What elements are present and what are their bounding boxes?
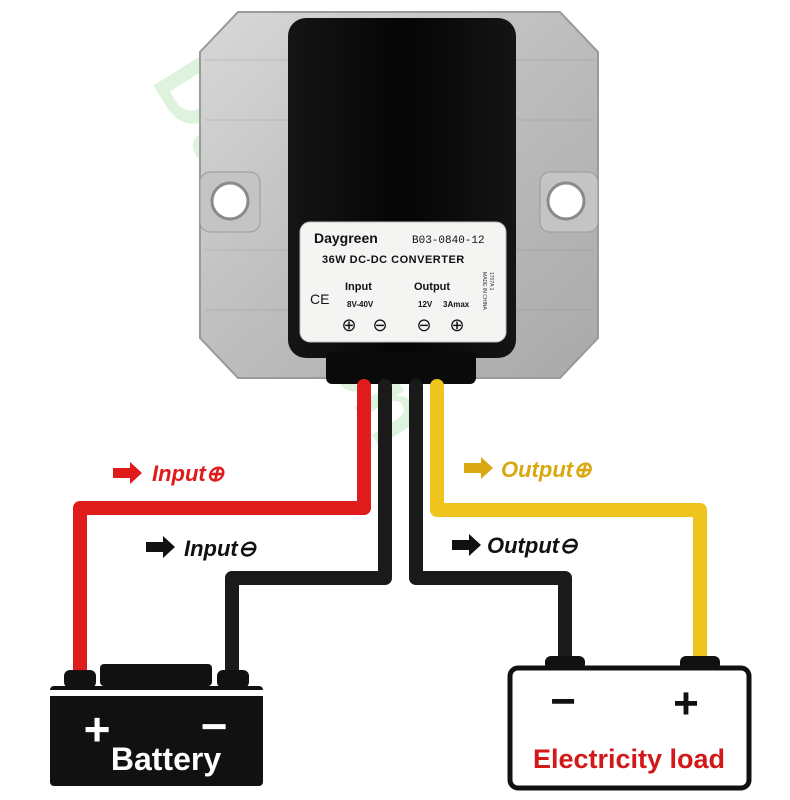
label-title: 36W DC-DC CONVERTER: [322, 254, 465, 266]
label-output-current: 3Amax: [443, 300, 470, 309]
mounting-hole-left: [210, 181, 250, 221]
input-positive-wire: [73, 379, 371, 683]
label-input-plus: Input⊕: [113, 461, 225, 486]
battery: + − Battery: [50, 664, 263, 786]
arrow-right-icon: [464, 457, 493, 479]
label-output-minus: Output⊖: [452, 533, 578, 558]
device-label: Daygreen B03-0840-12 36W DC-DC CONVERTER…: [299, 221, 507, 343]
battery-top-cap: [100, 664, 212, 686]
output-positive-wire: [430, 379, 707, 667]
battery-minus-symbol: −: [201, 700, 228, 752]
load-label: Electricity load: [533, 744, 725, 774]
arrow-right-icon: [113, 462, 142, 484]
load-box: [507, 665, 752, 791]
label-ce-mark: CE: [310, 291, 329, 307]
battery-top-band: [50, 690, 263, 696]
label-input-heading: Input: [345, 281, 372, 293]
label-side-text-1: 1707A 1: [488, 272, 494, 291]
load-plus-symbol: +: [673, 679, 699, 728]
terminal-input-minus-icon: ⊖: [372, 315, 387, 335]
label-output-plus: Output⊕: [464, 457, 592, 482]
battery-label: Battery: [111, 741, 221, 777]
label-input-range: 8V-40V: [347, 300, 374, 309]
terminal-output-plus-icon: ⊕: [449, 315, 464, 335]
battery-plus-symbol: +: [84, 703, 111, 755]
input-plus-text: Input⊕: [152, 461, 225, 486]
output-plus-text: Output⊕: [501, 457, 592, 482]
terminal-input-plus-icon: ⊕: [341, 315, 356, 335]
label-input-minus: Input⊖: [146, 536, 257, 561]
battery-body: [50, 686, 263, 786]
label-sticker: [299, 221, 507, 343]
terminal-output-minus-icon: ⊖: [416, 315, 431, 335]
arrow-right-icon: [452, 534, 481, 556]
load-minus-symbol: −: [550, 677, 576, 726]
label-side-text-2: MADE IN CHINA: [481, 272, 487, 310]
mounting-hole-right: [546, 181, 586, 221]
output-minus-text: Output⊖: [487, 533, 578, 558]
input-negative-wire: [225, 379, 392, 683]
output-negative-wire: [409, 379, 572, 667]
cable-grommet: [326, 352, 476, 384]
label-output-voltage: 12V: [418, 300, 433, 309]
input-minus-text: Input⊖: [184, 536, 257, 561]
electricity-load: − + Electricity load: [507, 656, 752, 791]
battery-terminal-negative: [217, 670, 249, 688]
battery-terminal-positive: [64, 670, 96, 688]
label-model: B03-0840-12: [412, 235, 485, 247]
label-output-heading: Output: [414, 281, 450, 293]
label-brand: Daygreen: [314, 230, 378, 246]
arrow-right-icon: [146, 536, 175, 558]
